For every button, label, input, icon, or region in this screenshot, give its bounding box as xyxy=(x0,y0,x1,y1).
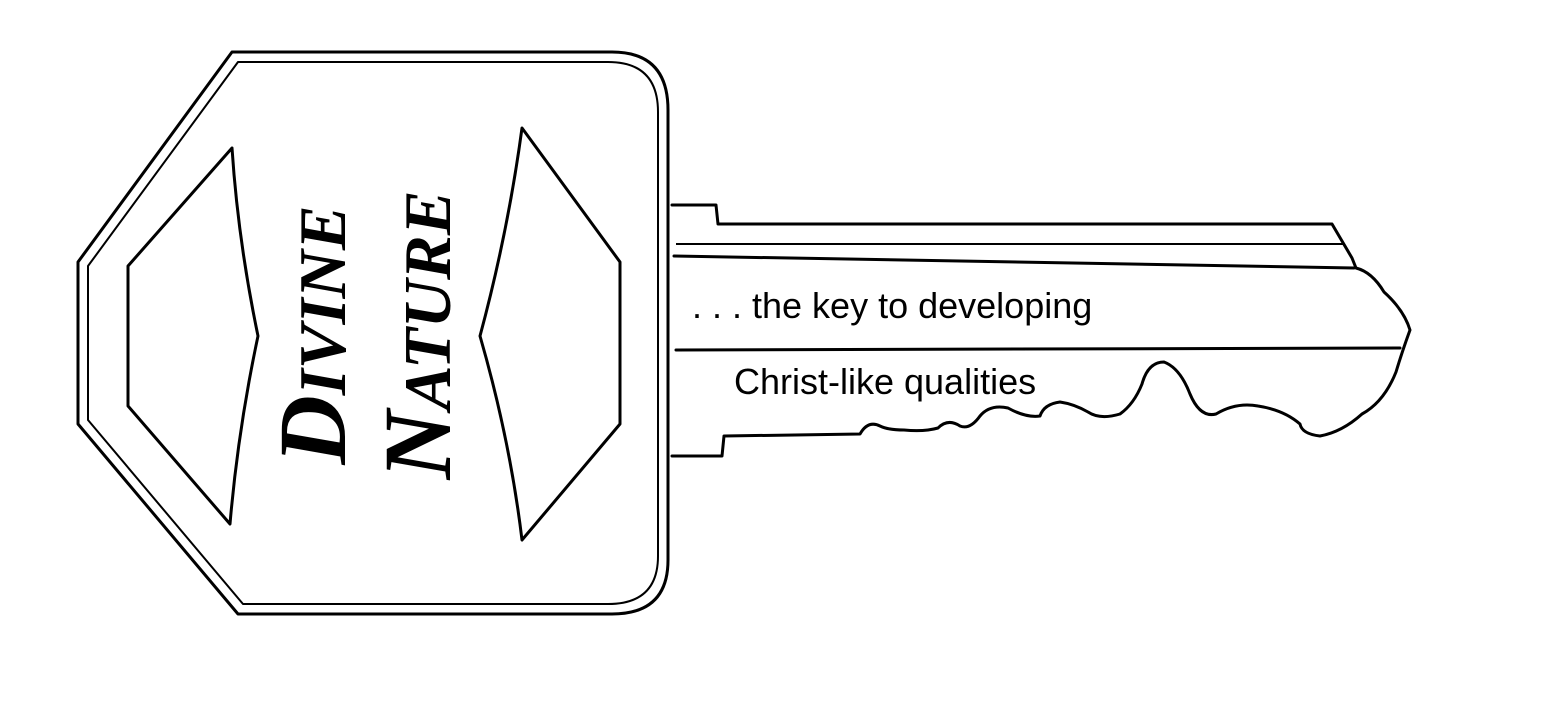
title-divine: Divine xyxy=(259,205,366,465)
key-blade: . . . the key to developing Christ-like … xyxy=(670,203,1412,458)
title-line2: Nature xyxy=(364,190,471,480)
key-head-inner-outline xyxy=(87,61,659,605)
tagline-line2: Christ-like qualities xyxy=(734,361,1036,402)
tagline-line1: . . . the key to developing xyxy=(692,285,1092,326)
blade-upper-groove xyxy=(672,254,1356,270)
title-nature: Nature xyxy=(364,190,471,480)
title-line1: Divine xyxy=(259,205,366,465)
key-head-outer-outline xyxy=(76,50,670,616)
right-diamond-ornament xyxy=(478,126,622,542)
key-head: Divine Nature xyxy=(76,50,670,616)
blade-top-edge xyxy=(670,203,1412,458)
blade-middle-groove xyxy=(674,346,1402,352)
left-diamond-ornament xyxy=(126,146,260,526)
